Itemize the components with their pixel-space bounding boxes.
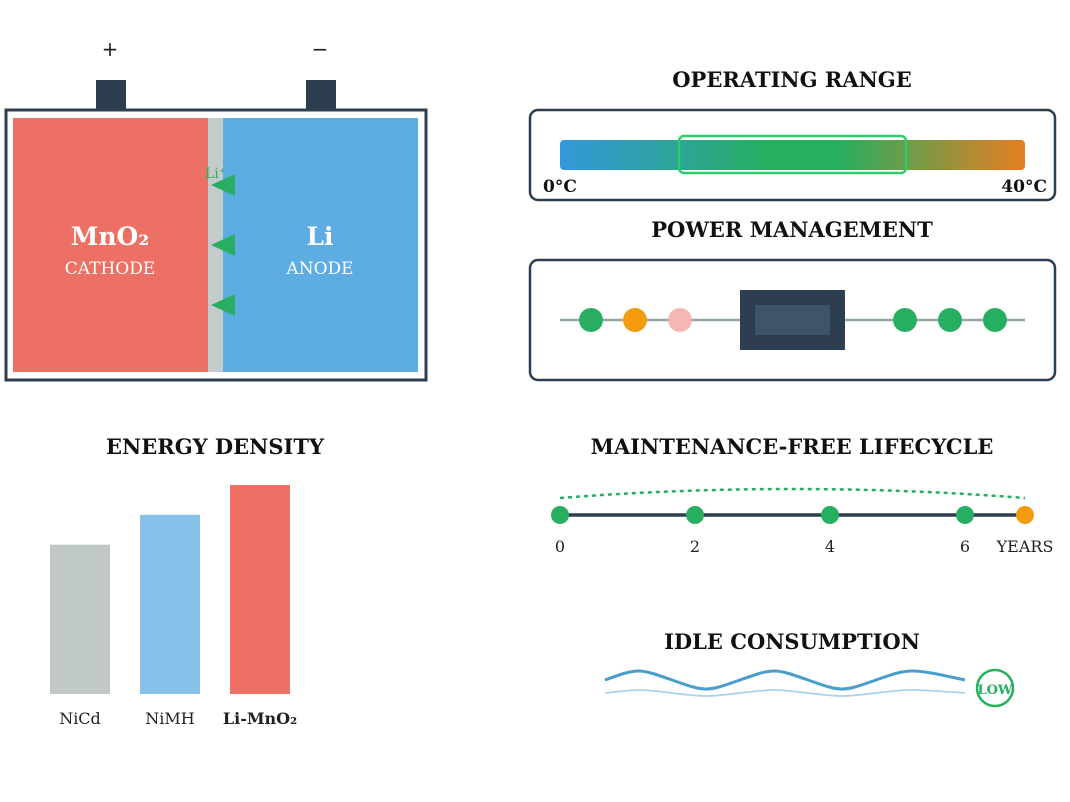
battery-diagram: + − MnO₂ CATHODE Li ANODE Li⁺ (4, 37, 428, 382)
negative-terminal-sign: − (312, 37, 329, 61)
energy-density-chart: ENERGY DENSITY NiCd NiMH Li-MnO₂ (50, 434, 325, 728)
controller-chip-screen (755, 305, 830, 335)
temperature-gradient-bar (560, 140, 1025, 170)
power-dot-orange (623, 308, 647, 332)
lithium-ion-label: Li⁺ (205, 166, 226, 182)
power-management-panel: POWER MANAGEMENT (528, 217, 1057, 382)
lifecycle-years-label: YEARS (996, 537, 1054, 556)
cathode-region (13, 118, 208, 372)
bar-category-label: Li-MnO₂ (223, 709, 297, 728)
bar-2 (230, 485, 290, 694)
lifecycle-milestone (956, 506, 974, 524)
lifecycle-panel: MAINTENANCE-FREE LIFECYCLE 0 2 4 6 YEARS (551, 434, 1053, 556)
bar-0 (50, 544, 110, 694)
lifecycle-end-marker (1016, 506, 1034, 524)
bar-1 (140, 514, 200, 694)
operating-range-panel: OPERATING RANGE 0°C 40°C (528, 67, 1057, 202)
power-dot-green (893, 308, 917, 332)
negative-terminal (306, 80, 336, 110)
lifecycle-milestone (686, 506, 704, 524)
lifecycle-milestone (821, 506, 839, 524)
ion-flow-arrow-icon (211, 174, 235, 196)
lifecycle-year-label: 6 (960, 537, 970, 556)
lifecycle-title: MAINTENANCE-FREE LIFECYCLE (591, 434, 994, 459)
cathode-formula: MnO₂ (71, 222, 150, 251)
lifecycle-year-label: 0 (555, 537, 565, 556)
idle-consumption-panel: IDLE CONSUMPTION LOW (604, 629, 1015, 708)
lifecycle-year-label: 2 (690, 537, 700, 556)
ion-flow-arrow-icon (211, 294, 235, 316)
power-dot-pink (668, 308, 692, 332)
bar-category-label: NiCd (59, 709, 101, 728)
power-dot-green (579, 308, 603, 332)
bar-category-label: NiMH (145, 709, 195, 728)
anode-formula: Li (306, 222, 333, 251)
power-management-title: POWER MANAGEMENT (651, 217, 933, 242)
min-temperature-label: 0°C (543, 177, 577, 197)
anode-label: ANODE (285, 259, 353, 279)
cathode-label: CATHODE (65, 259, 156, 279)
operating-range-title: OPERATING RANGE (672, 67, 911, 92)
low-badge-label: LOW (977, 683, 1012, 698)
optimal-range-highlight (677, 134, 908, 175)
lifecycle-milestone (551, 506, 569, 524)
max-temperature-label: 40°C (1001, 177, 1047, 197)
idle-wave-secondary (604, 689, 966, 697)
lifecycle-year-label: 4 (825, 537, 835, 556)
power-dot-green (938, 308, 962, 332)
low-badge (975, 668, 1015, 708)
ion-flow-arrow-icon (211, 234, 235, 256)
positive-terminal (96, 80, 126, 110)
anode-region (223, 118, 418, 372)
power-dot-green (983, 308, 1007, 332)
lifecycle-arc (559, 487, 1026, 500)
idle-consumption-title: IDLE CONSUMPTION (664, 629, 920, 654)
idle-wave (604, 669, 966, 691)
positive-terminal-sign: + (102, 37, 119, 61)
energy-density-title: ENERGY DENSITY (106, 434, 325, 459)
